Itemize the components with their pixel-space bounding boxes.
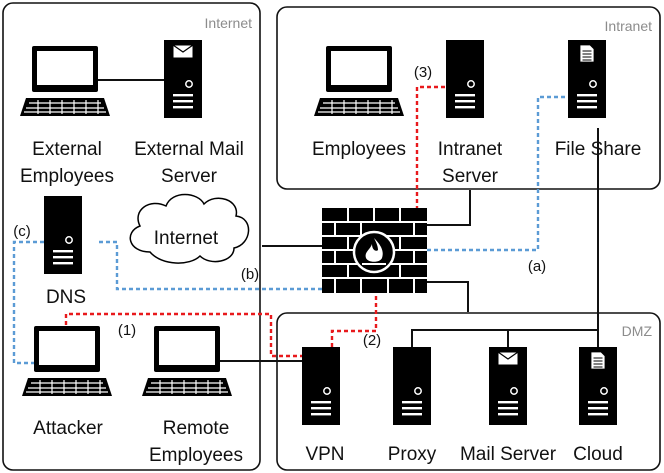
proxy-label: Proxy: [388, 444, 437, 465]
label-step-3: (3): [414, 64, 432, 81]
label-b: (b): [241, 266, 259, 283]
firewall-icon: [322, 208, 427, 293]
path-c: [12, 240, 44, 365]
employees-computer-icon: [313, 45, 405, 117]
connection-labels: (a) (b) (c) (1) (2) (3): [13, 64, 546, 349]
external-employees-computer-icon: [19, 45, 111, 117]
intranet-zone-label: Intranet: [605, 18, 653, 34]
link-dmz-bus: [411, 329, 509, 347]
file-share-server-icon: [567, 39, 607, 119]
label-step-2: (2): [363, 332, 381, 349]
label-c: (c): [13, 223, 31, 240]
dmz-zone-label: DMZ: [622, 323, 653, 339]
dns-label: DNS: [46, 287, 86, 308]
attacker-computer-icon: [21, 325, 113, 397]
mail-server-label: Mail Server: [460, 444, 557, 465]
cloud-icon: [129, 193, 250, 264]
cloud-label-dmz: Cloud: [573, 444, 623, 465]
intranet-zone: [276, 6, 661, 190]
attacker-label: Attacker: [33, 418, 103, 439]
employees-label: Employees: [312, 139, 406, 160]
label-a: (a): [528, 258, 546, 275]
intranet-server-icon: [445, 39, 485, 119]
link-firewall-intranet: [427, 190, 471, 226]
mail-server-icon: [488, 346, 528, 426]
internet-zone: [2, 2, 261, 471]
attack-step-3: [415, 85, 446, 210]
remote-employees-computer-icon: [141, 325, 233, 397]
blue-paths: [12, 95, 568, 365]
vpn-label: VPN: [305, 444, 344, 465]
label-step-1: (1): [118, 322, 136, 339]
cloud-server-icon: [578, 346, 618, 426]
external-mail-server-icon: [163, 39, 203, 119]
network-links: [98, 79, 599, 362]
dmz-zone: [276, 312, 661, 471]
dns-server-icon: [43, 195, 83, 275]
vpn-server-icon: [301, 346, 341, 426]
file-share-label: File Share: [555, 139, 642, 160]
attack-step-2: [330, 293, 378, 347]
cloud-label: Internet: [154, 228, 219, 249]
internet-zone-label: Internet: [205, 15, 253, 31]
proxy-server-icon: [392, 346, 432, 426]
link-firewall-dmz: [427, 281, 469, 312]
attack-step-1: [64, 312, 302, 358]
path-b: [98, 240, 322, 291]
attack-path: [64, 85, 446, 358]
